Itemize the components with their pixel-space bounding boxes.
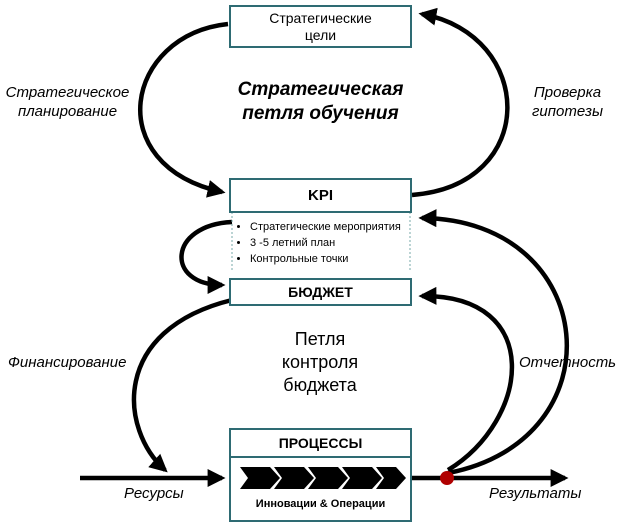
kpi-item: Контрольные точки: [250, 251, 425, 267]
strategic-loop-title: Стратегическая петля обучения: [237, 79, 404, 124]
processes-box: ПРОЦЕССЫ: [229, 428, 412, 458]
process-chevrons: [240, 467, 406, 489]
process-band-box: Инновации & Операции: [229, 458, 412, 522]
budget-loop-title: Петля контроля бюджета: [281, 329, 359, 395]
output-marker: [440, 471, 454, 485]
financing-label: Финансирование: [8, 354, 127, 371]
reporting-to-kpi-arrow: [418, 209, 570, 476]
strategic-goals-box: Стратегические цели: [229, 5, 412, 48]
reporting-to-budget-arrow: [418, 286, 515, 472]
kpi-box: KPI: [229, 178, 412, 213]
reporting-label: Отчетность: [519, 354, 617, 371]
budget-label: БЮДЖЕТ: [288, 284, 353, 300]
strategic-goals-label: Стратегические цели: [269, 9, 372, 43]
financing-arrow: [131, 297, 233, 473]
strategic-planning-arrow: [138, 21, 229, 198]
kpi-item: 3 -5 летний план: [250, 235, 425, 251]
budget-box: БЮДЖЕТ: [229, 278, 412, 306]
resources-label: Ресурсы: [124, 485, 184, 502]
results-label: Результаты: [489, 485, 582, 502]
kpi-item: Стратегические мероприятия: [250, 219, 425, 235]
hypothesis-check-label: Проверка гипотезы: [531, 84, 603, 120]
process-caption: Инновации & Операции: [255, 498, 386, 510]
processes-label: ПРОЦЕССЫ: [278, 435, 363, 451]
kpi-to-budget-arrow: [179, 219, 233, 294]
hypothesis-check-arrow: [411, 7, 510, 198]
kpi-label: KPI: [307, 187, 333, 204]
strategic-planning-label: Стратегическое планирование: [5, 84, 130, 120]
kpi-items-list: Стратегические мероприятия 3 -5 летний п…: [236, 219, 425, 267]
